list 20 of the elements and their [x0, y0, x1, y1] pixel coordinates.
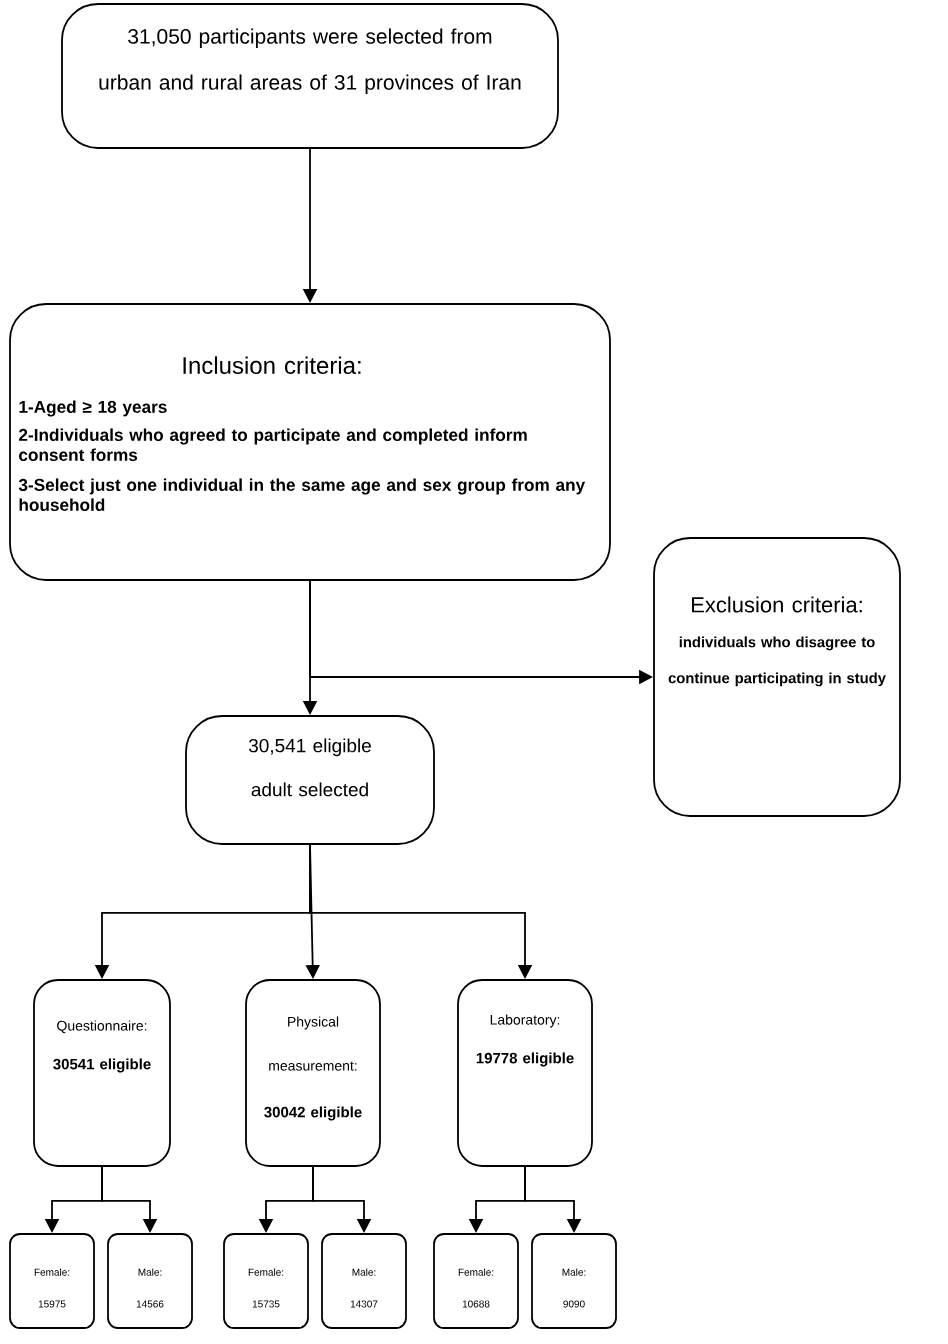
category-box [245, 979, 381, 1167]
count-box [107, 1233, 193, 1329]
category-box [33, 979, 171, 1167]
box-heading: Exclusion criteria: [692, 596, 862, 613]
box-heading: Inclusion criteria: [183, 356, 361, 374]
category-box [457, 979, 593, 1167]
count-box [223, 1233, 309, 1329]
box-text: 31,050 participants were selected from urban and rural areas of 31 provinces of Iran [99, 28, 521, 94]
count-box [433, 1233, 519, 1329]
list-item: 3-Select just one individual in the same age and sex group from any household [18, 478, 586, 512]
count-box [531, 1233, 617, 1329]
box-text: 30,541 eligible adult selected [248, 738, 371, 797]
count-box [9, 1233, 95, 1329]
criteria-box [9, 303, 611, 581]
process-box [185, 715, 435, 845]
process-box [61, 3, 559, 149]
criteria-box [653, 537, 901, 817]
count-box [321, 1233, 407, 1329]
list-item: 1-Aged ≥ 18 years [19, 400, 167, 417]
list-item: 2-Individuals who agreed to participate and completed inform consent forms [19, 428, 527, 462]
